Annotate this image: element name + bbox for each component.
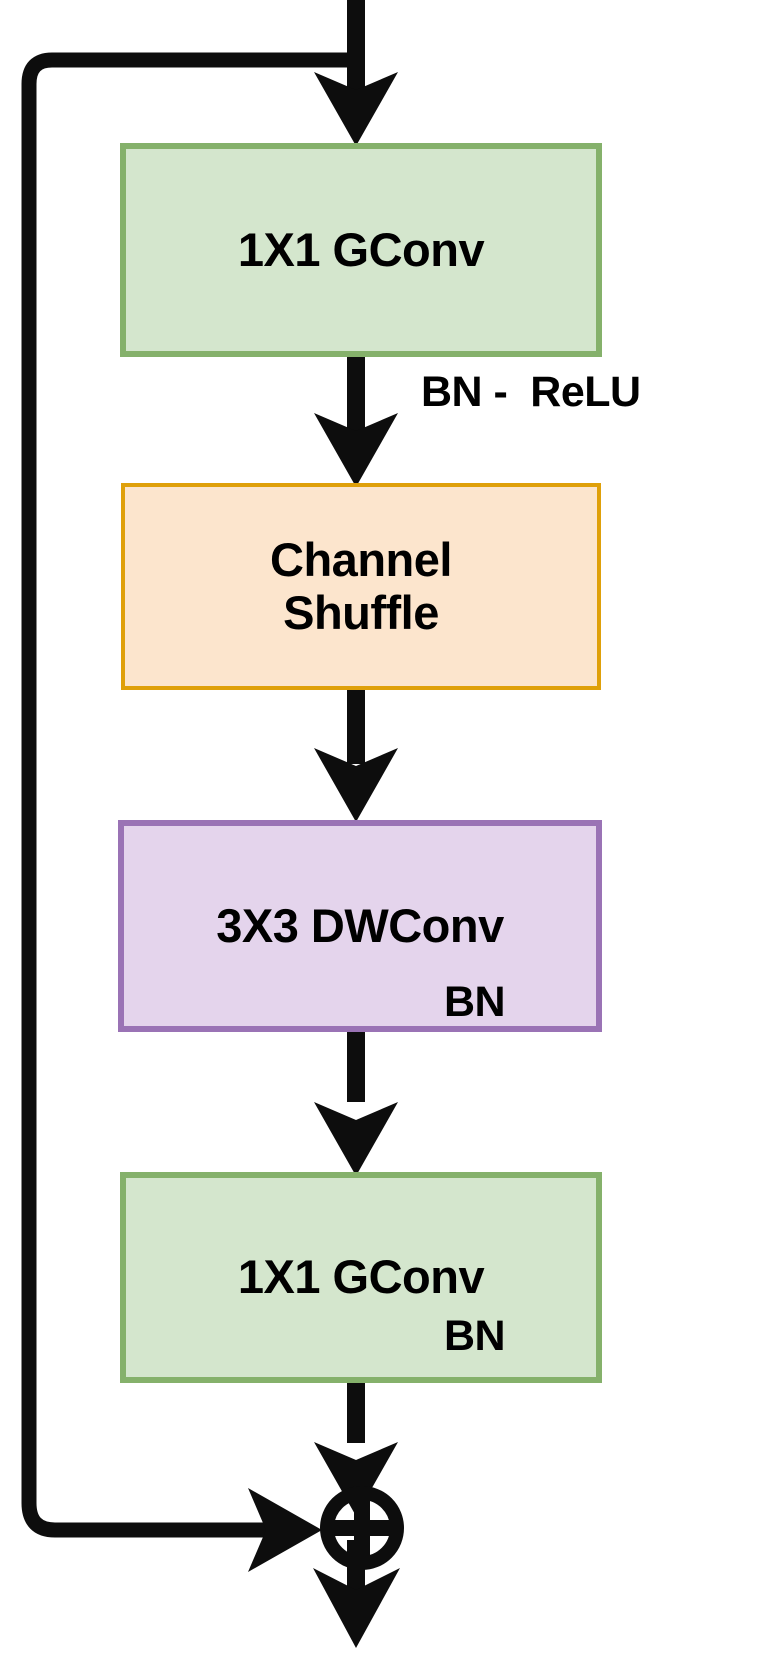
node-gconv-1[interactable]: 1X1 GConv: [120, 143, 602, 357]
skip-connection-path: [21, 52, 356, 1538]
node-channel-shuffle[interactable]: Channel Shuffle: [121, 483, 601, 690]
node-dwconv-label: 3X3 DWConv: [216, 898, 504, 952]
edge-arrowhead-shuffle-dwconv-icon: [314, 748, 398, 822]
edge-stem-shuffle-dwconv: [347, 688, 365, 764]
output-arrowhead-icon: [313, 1568, 400, 1648]
add-operator-plus-horizontal-icon: [323, 1520, 401, 1536]
output-stem-line: [347, 1540, 365, 1595]
node-gconv-1-label: 1X1 GConv: [237, 222, 485, 276]
edge-label-bn-relu: BN - ReLU: [421, 368, 641, 416]
input-stem-line: [347, 0, 365, 100]
edge-stem-gconv2-add: [347, 1381, 365, 1443]
edge-arrowhead-dwconv-gconv2-icon: [314, 1102, 398, 1176]
node-gconv-2[interactable]: 1X1 GConv: [120, 1172, 602, 1383]
node-gconv-2-label: 1X1 GConv: [237, 1250, 485, 1304]
edge-arrowhead-gconv1-shuffle-icon: [314, 413, 398, 487]
node-channel-shuffle-label: Channel Shuffle: [270, 532, 452, 639]
edge-label-bn-after-dwconv: BN: [444, 978, 506, 1026]
edge-label-bn-after-gconv2: BN: [444, 1312, 506, 1360]
edge-stem-dwconv-gconv2: [347, 1030, 365, 1102]
node-dwconv[interactable]: 3X3 DWConv: [118, 820, 602, 1032]
input-arrowhead-icon: [314, 72, 398, 146]
skip-connection-arrowhead-icon: [248, 1488, 322, 1572]
edge-stem-gconv1-shuffle: [347, 357, 365, 433]
edge-arrowhead-gconv2-add-icon: [314, 1442, 398, 1516]
